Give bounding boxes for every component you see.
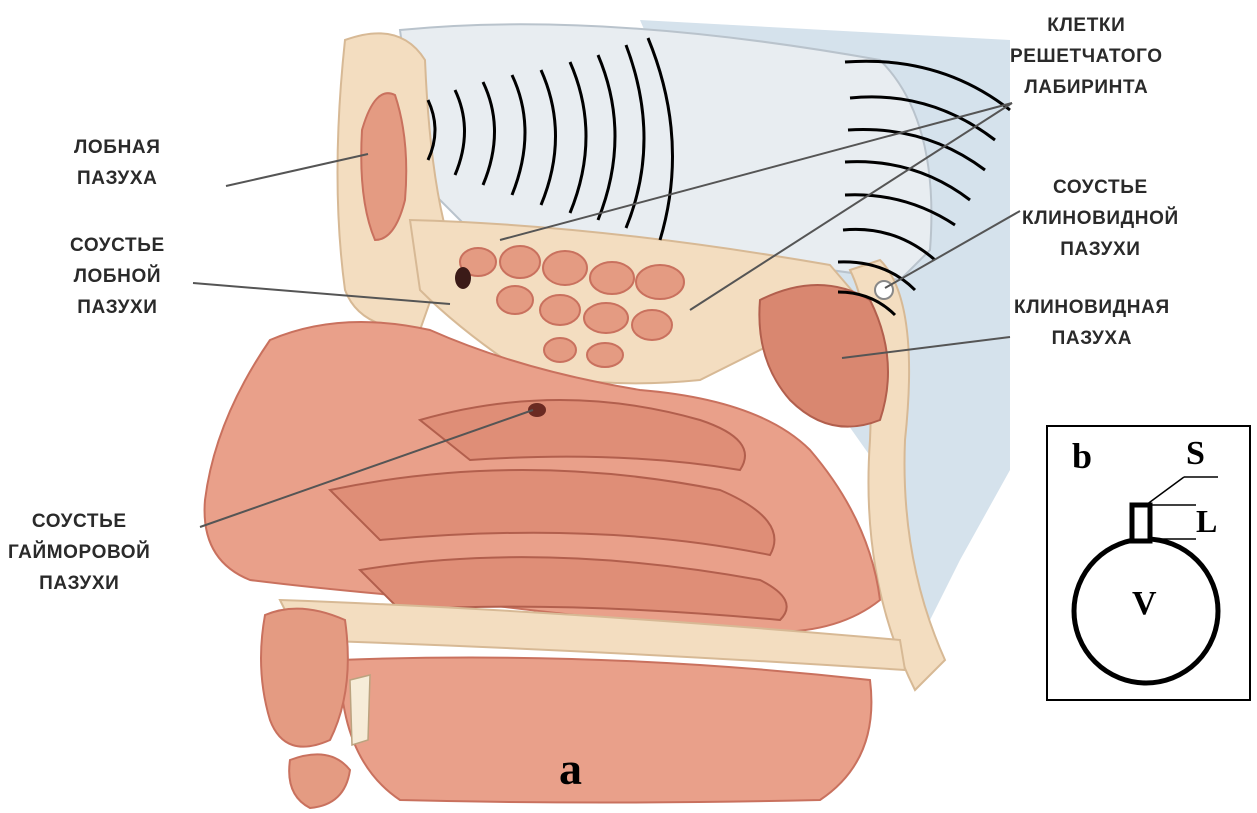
label-maxillary-ostium: СОУСТЬЕ ГАЙМОРОВОЙ ПАЗУХИ (4, 500, 154, 605)
label-frontal-sinus: ЛОБНАЯ ПАЗУХА (74, 132, 160, 194)
symbol-l-neck-length: L (1196, 503, 1217, 540)
lower-lip (289, 754, 350, 808)
resonator-neck (1132, 505, 1150, 541)
frontal-ostium (455, 267, 471, 289)
frontal-sinus (361, 93, 406, 240)
label-frontal-ostium: СОУСТЬЕ ЛОБНОЙ ПАЗУХИ (70, 230, 165, 323)
inset-b-resonator-diagram: b S L V (1046, 425, 1251, 701)
label-ethmoid-cells: КЛЕТКИ РЕШЕТЧАТОГО ЛАБИРИНТА (1010, 10, 1163, 103)
symbol-s-neck-area: S (1186, 435, 1205, 473)
sphenoid-sinus (759, 285, 888, 427)
label-sphenoid-ostium: СОУСТЬЕ КЛИНОВИДНОЙ ПАЗУХИ (1022, 172, 1179, 265)
label-sphenoid-sinus: КЛИНОВИДНАЯ ПАЗУХА (1014, 292, 1170, 354)
symbol-v-cavity-volume: V (1132, 585, 1157, 623)
panel-label-b: b (1072, 435, 1092, 477)
incisor-tooth (350, 675, 370, 745)
oral-cavity (340, 658, 871, 803)
upper-lip (261, 609, 348, 747)
sphenoid-ostium (875, 281, 893, 299)
panel-label-a: a (559, 742, 582, 795)
